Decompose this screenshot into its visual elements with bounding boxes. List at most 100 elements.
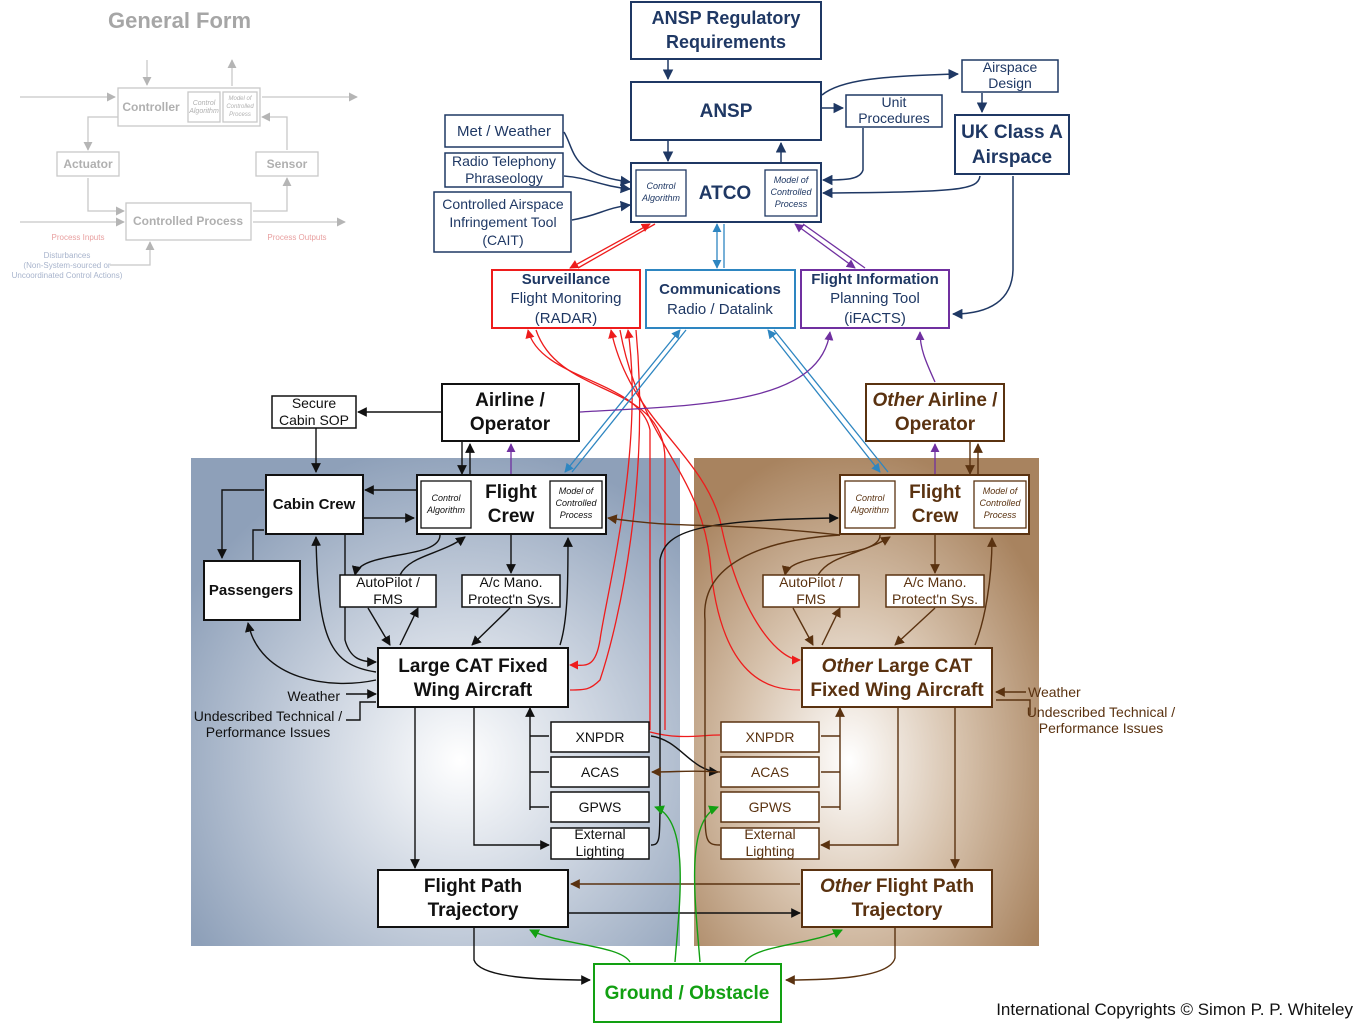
secure-cabin-sop-node[interactable]: Secure Cabin SOP bbox=[271, 395, 357, 429]
navy-connectors bbox=[563, 60, 1014, 320]
communications-line-1: Communications bbox=[659, 281, 781, 298]
other-flight-path-line-1: Flight Path bbox=[876, 876, 974, 897]
ansp-reg-line-1: ANSP Regulatory bbox=[652, 8, 801, 28]
other-ac-mano-line-2: Protect'n Sys. bbox=[892, 591, 978, 607]
gf-control-algorithm-box bbox=[187, 91, 221, 123]
ansp-reg-line-2: Requirements bbox=[666, 32, 786, 52]
cait-line-3: (CAIT) bbox=[482, 232, 523, 248]
ofc-model-line-1: Model of bbox=[983, 486, 1019, 496]
other-xnpdr-label: XNPDR bbox=[745, 729, 794, 745]
ac-mano-line-1: A/c Mano. bbox=[479, 574, 542, 590]
uk-class-a-line-1: UK Class A bbox=[961, 122, 1063, 143]
surveillance-node[interactable]: Surveillance Flight Monitoring (RADAR) bbox=[491, 269, 641, 329]
flight-crew-node[interactable]: Flight Crew Control Algorithm Model of C… bbox=[416, 474, 607, 535]
other-external-lighting-node[interactable]: External Lighting bbox=[720, 826, 820, 860]
other-autopilot-line-2: FMS bbox=[796, 591, 826, 607]
external-lighting-node[interactable]: External Lighting bbox=[550, 826, 650, 860]
ground-obstacle-node[interactable]: Ground / Obstacle bbox=[593, 963, 782, 1023]
other-airline-other: Other bbox=[873, 390, 925, 411]
flight-path-trajectory-node[interactable]: Flight Path Trajectory bbox=[377, 869, 569, 928]
general-form-title: General Form bbox=[108, 8, 251, 33]
gf-model-line-1: Model of bbox=[228, 96, 252, 102]
other-airline-operator-node[interactable]: Other Airline / Operator bbox=[865, 383, 1005, 442]
gf-process-outputs-label: Process Outputs bbox=[267, 233, 326, 242]
gpws-label: GPWS bbox=[579, 799, 622, 815]
svg-text:Other Flight Path: Other Flight Path bbox=[820, 876, 974, 897]
black-connectors bbox=[217, 407, 839, 985]
cabin-crew-node[interactable]: Cabin Crew bbox=[265, 474, 364, 535]
gf-sensor-box bbox=[255, 151, 319, 177]
fc-control-line-2: Algorithm bbox=[426, 505, 466, 515]
other-flight-crew-node[interactable]: Flight Crew Control Algorithm Model of C… bbox=[839, 474, 1030, 535]
ac-mano-node[interactable]: A/c Mano. Protect'n Sys. bbox=[461, 574, 561, 608]
large-cat-aircraft-node[interactable]: Large CAT Fixed Wing Aircraft bbox=[377, 647, 569, 708]
gf-controller-box bbox=[117, 87, 261, 127]
surveillance-line-3: (RADAR) bbox=[535, 310, 598, 327]
weather-label-right: Weather bbox=[1028, 684, 1081, 700]
gf-model-box bbox=[222, 91, 258, 123]
flight-information-node[interactable]: Flight Information Planning Tool (iFACTS… bbox=[800, 269, 950, 329]
atco-model-line-1: Model of bbox=[774, 175, 810, 185]
communications-node[interactable]: Communications Radio / Datalink bbox=[645, 269, 796, 329]
fc-model-line-2: Controlled bbox=[555, 498, 597, 508]
other-xnpdr-node[interactable]: XNPDR bbox=[720, 721, 820, 753]
other-flight-path-trajectory-node[interactable]: Other Flight Path Trajectory bbox=[801, 869, 993, 928]
other-gpws-label: GPWS bbox=[749, 799, 792, 815]
gf-controlled-process-label: Controlled Process bbox=[133, 214, 243, 228]
met-weather-node[interactable]: Met / Weather bbox=[444, 114, 564, 148]
brown-connectors bbox=[570, 442, 1031, 985]
gf-disturbances-line-2: (Non-System-sourced or bbox=[23, 261, 110, 270]
other-gpws-node[interactable]: GPWS bbox=[720, 791, 820, 823]
unit-procedures-line-1: Unit bbox=[882, 94, 907, 110]
gpws-node[interactable]: GPWS bbox=[550, 791, 650, 823]
uk-class-a-airspace-node[interactable]: UK Class A Airspace bbox=[954, 114, 1070, 175]
surveillance-line-2: Flight Monitoring bbox=[511, 290, 622, 307]
cait-node[interactable]: Controlled Airspace Infringement Tool (C… bbox=[433, 191, 572, 253]
large-cat-line-1: Large CAT Fixed bbox=[398, 656, 548, 677]
autopilot-fms-node[interactable]: AutoPilot / FMS bbox=[339, 574, 437, 608]
ansp-node[interactable]: ANSP bbox=[630, 81, 822, 141]
airline-operator-node[interactable]: Airline / Operator bbox=[441, 383, 580, 442]
other-ext-lighting-line-1: External bbox=[744, 826, 795, 842]
surveillance-line-1: Surveillance bbox=[522, 271, 610, 288]
cabin-crew-label: Cabin Crew bbox=[273, 496, 356, 513]
radio-telephony-node[interactable]: Radio Telephony Phraseology bbox=[444, 152, 564, 188]
green-connectors bbox=[529, 805, 843, 963]
other-ac-mano-line-1: A/c Mano. bbox=[903, 574, 966, 590]
gf-controlled-process-box bbox=[125, 202, 252, 241]
secure-cabin-line-1: Secure bbox=[292, 395, 337, 411]
gf-control-algorithm-line-1: Control bbox=[193, 100, 216, 107]
ansp-regulatory-requirements-node[interactable]: ANSP Regulatory Requirements bbox=[630, 1, 822, 60]
other-autopilot-fms-node[interactable]: AutoPilot / FMS bbox=[762, 574, 860, 608]
passengers-node[interactable]: Passengers bbox=[203, 560, 301, 621]
svg-text:Other Airline /: Other Airline / bbox=[873, 390, 999, 411]
other-large-cat-line-1: Large CAT bbox=[878, 656, 973, 677]
other-acas-node[interactable]: ACAS bbox=[720, 756, 820, 788]
gf-model-line-2: Controlled bbox=[226, 104, 254, 110]
gf-sensor-label: Sensor bbox=[267, 157, 308, 171]
flight-path-line-1: Flight Path bbox=[424, 876, 522, 897]
unit-procedures-line-2: Procedures bbox=[858, 110, 930, 126]
gf-actuator-box bbox=[56, 151, 120, 177]
radio-telephony-line-2: Phraseology bbox=[465, 170, 543, 186]
gf-actuator-label: Actuator bbox=[63, 157, 113, 171]
cait-line-2: Infringement Tool bbox=[449, 214, 556, 230]
unit-procedures-node[interactable]: Unit Procedures bbox=[845, 94, 943, 128]
ext-lighting-line-1: External bbox=[574, 826, 625, 842]
other-ac-mano-node[interactable]: A/c Mano. Protect'n Sys. bbox=[885, 574, 985, 608]
copyright-notice: International Copyrights © Simon P. P. W… bbox=[996, 1000, 1353, 1019]
xnpdr-node[interactable]: XNPDR bbox=[550, 721, 650, 753]
gf-disturbances-line-1: Disturbances bbox=[44, 251, 91, 260]
met-weather-label: Met / Weather bbox=[457, 123, 551, 140]
atco-node[interactable]: ATCO Control Algorithm Model of Controll… bbox=[630, 162, 822, 223]
secure-cabin-line-2: Cabin SOP bbox=[279, 412, 349, 428]
other-airline-line-1: Airline / bbox=[928, 390, 998, 411]
airspace-design-node[interactable]: Airspace Design bbox=[961, 59, 1059, 93]
gf-disturbances-line-3: Uncoordinated Control Actions) bbox=[12, 271, 123, 280]
autopilot-line-1: AutoPilot / bbox=[356, 574, 420, 590]
acas-label: ACAS bbox=[581, 764, 619, 780]
uk-class-a-line-2: Airspace bbox=[972, 147, 1052, 168]
acas-node[interactable]: ACAS bbox=[550, 756, 650, 788]
other-large-cat-aircraft-node[interactable]: Other Large CAT Fixed Wing Aircraft bbox=[801, 647, 993, 708]
